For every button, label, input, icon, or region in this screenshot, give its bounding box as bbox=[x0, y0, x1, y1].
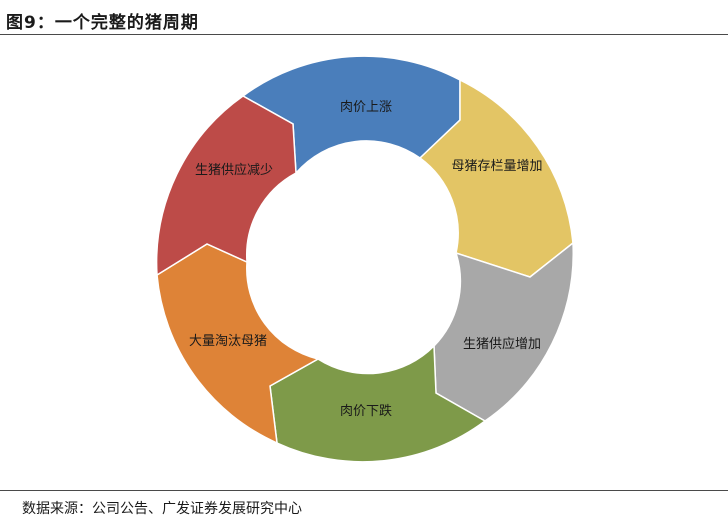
label-hog-supply-increase: 生猪供应增加 bbox=[463, 336, 541, 352]
bottom-divider bbox=[0, 490, 728, 491]
segment-hog-supply-increase bbox=[433, 241, 574, 422]
label-sow-inventory-increase: 母猪存栏量增加 bbox=[451, 159, 542, 174]
source-note: 数据来源：公司公告、广发证券发展研究中心 bbox=[22, 501, 302, 517]
top-divider bbox=[0, 34, 728, 35]
segment-hog-supply-decrease bbox=[155, 95, 297, 277]
label-massive-sow-culling: 大量淘汰母猪 bbox=[189, 334, 267, 349]
label-meat-price-fall: 肉价下跌 bbox=[340, 403, 392, 419]
label-meat-price-rise: 肉价上涨 bbox=[340, 100, 392, 115]
figure-title: 图9：一个完整的猪周期 bbox=[6, 13, 199, 33]
label-hog-supply-decrease: 生猪供应减少 bbox=[195, 162, 273, 178]
